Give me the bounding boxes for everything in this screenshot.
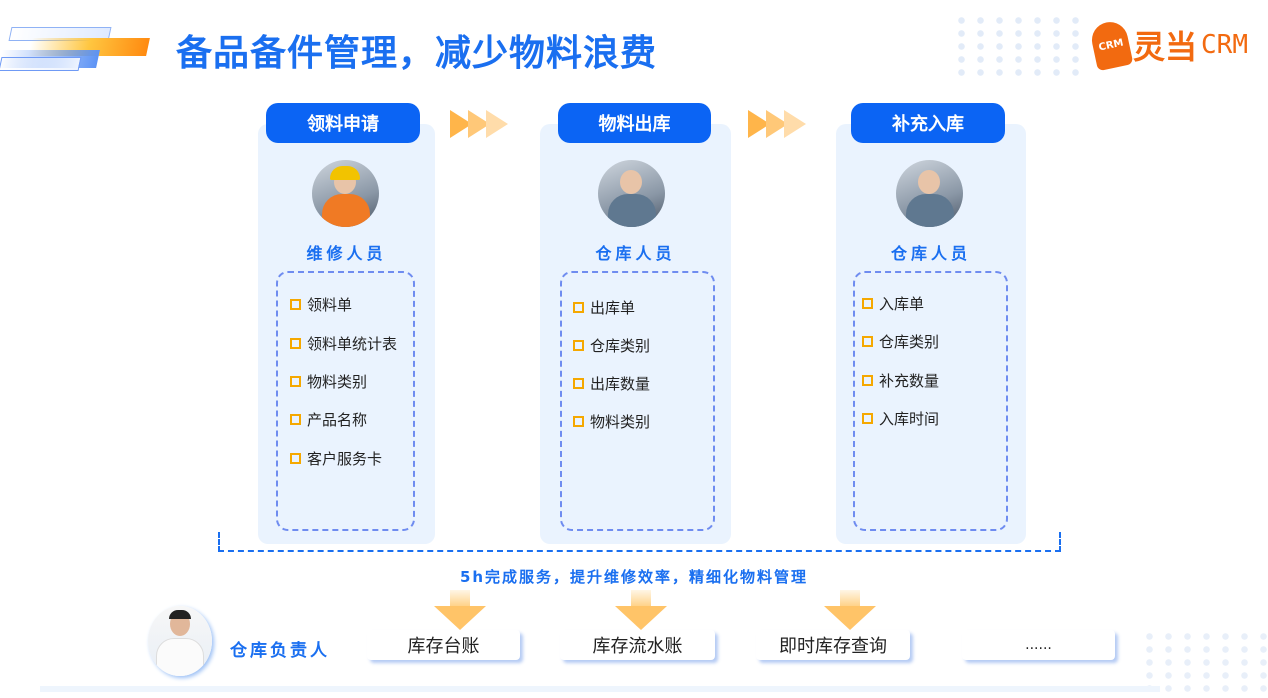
checkbox-icon [573, 378, 584, 389]
checkbox-icon [862, 336, 873, 347]
role-label-1: 维修人员 [306, 244, 387, 263]
checkbox-icon [290, 376, 301, 387]
page-title: 备品备件管理，减少物料浪费 [176, 33, 658, 74]
field-list-2 [560, 271, 715, 531]
checkbox-icon [290, 299, 301, 310]
checkbox-icon [290, 414, 301, 425]
role-label-3: 仓库人员 [890, 244, 971, 263]
avatar-warehouse-manager [148, 606, 212, 676]
list-item: 物料类别 [573, 411, 650, 432]
field-list-1 [276, 271, 415, 531]
logo-suffix: CRM [1201, 30, 1248, 60]
avatar-warehouse-staff [896, 160, 963, 227]
checkbox-icon [573, 302, 584, 313]
output-box: ...... [962, 630, 1115, 660]
list-item: 入库时间 [862, 408, 939, 429]
avatar-repair-worker [312, 160, 379, 227]
step-title-2: 物料出库 [558, 103, 711, 143]
list-item: 物料类别 [290, 371, 367, 392]
decor-floor [40, 686, 1160, 692]
output-box: 库存流水账 [560, 630, 715, 660]
list-item: 客户服务卡 [290, 448, 382, 469]
manager-label: 仓库负责人 [230, 641, 330, 661]
brand-logo: CRM 灵当 CRM [1088, 18, 1248, 72]
slogan: 5h完成服务，提升维修效率，精细化物料管理 [459, 568, 809, 586]
logo-name: 灵当 [1133, 28, 1198, 66]
step-title-1: 领料申请 [266, 103, 420, 143]
checkbox-icon [573, 416, 584, 427]
checkbox-icon [290, 338, 301, 349]
checkbox-icon [290, 453, 301, 464]
field-list-3 [853, 271, 1008, 531]
output-box: 即时库存查询 [756, 630, 910, 660]
process-bracket [218, 532, 1061, 552]
list-item: 补充数量 [862, 370, 939, 391]
checkbox-icon [573, 340, 584, 351]
list-item: 出库单 [573, 297, 635, 318]
list-item: 入库单 [862, 293, 924, 314]
role-label-2: 仓库人员 [595, 244, 676, 263]
checkbox-icon [862, 413, 873, 424]
avatar-warehouse-staff [598, 160, 665, 227]
list-item: 出库数量 [573, 373, 650, 394]
chevron-arrows-icon [748, 110, 806, 138]
list-item: 仓库类别 [573, 335, 650, 356]
chevron-arrows-icon [450, 110, 508, 138]
decor-stripe [0, 57, 82, 71]
list-item: 仓库类别 [862, 331, 939, 352]
output-box: 库存台账 [367, 630, 520, 660]
decor-dots [952, 14, 1082, 80]
list-item: 领料单 [290, 294, 352, 315]
checkbox-icon [862, 298, 873, 309]
down-arrow-icon [615, 590, 667, 630]
list-item: 产品名称 [290, 409, 367, 430]
bell-icon: CRM [1088, 18, 1134, 72]
down-arrow-icon [434, 590, 486, 630]
checkbox-icon [862, 375, 873, 386]
decor-dots [1140, 630, 1268, 698]
list-item: 领料单统计表 [290, 333, 397, 354]
down-arrow-icon [824, 590, 876, 630]
step-title-3: 补充入库 [851, 103, 1005, 143]
